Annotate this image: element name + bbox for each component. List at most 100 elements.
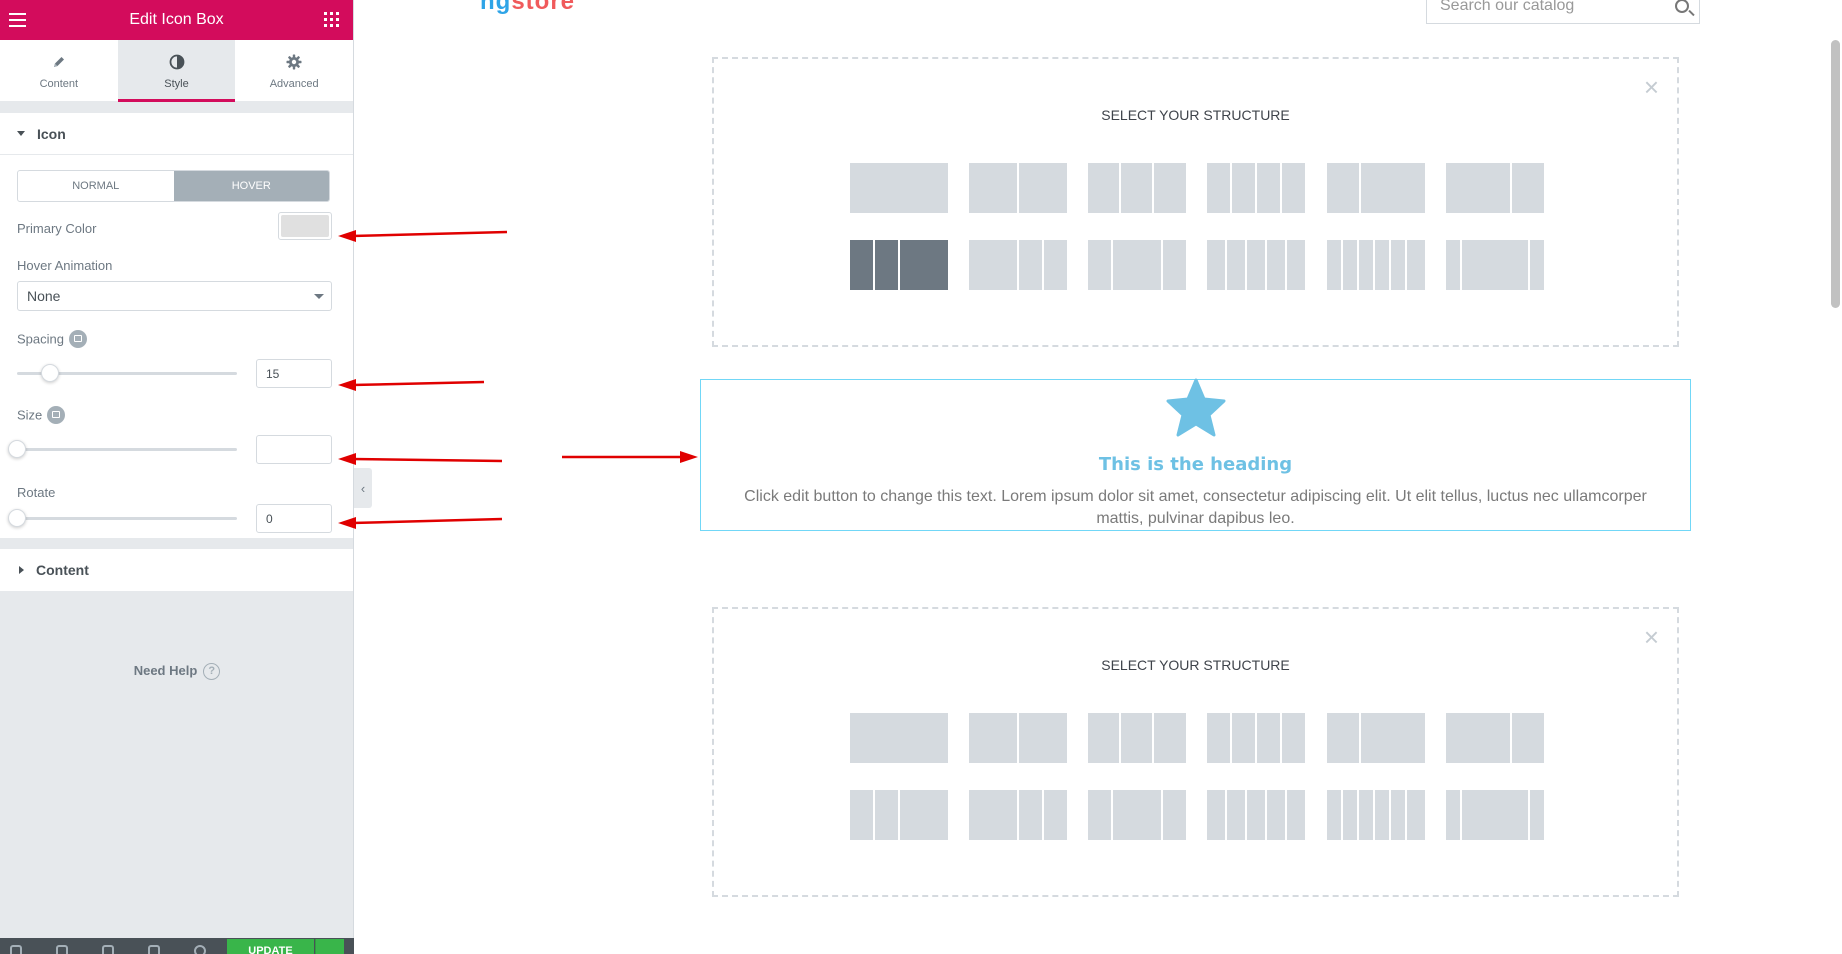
tab-style[interactable]: Style <box>117 40 236 102</box>
site-logo[interactable]: ngstore <box>480 0 575 16</box>
responsive-device-icon[interactable] <box>47 406 66 424</box>
size-input[interactable] <box>256 435 332 464</box>
catalog-search[interactable]: Search our catalog <box>1426 0 1700 24</box>
structure-preset[interactable] <box>1446 713 1544 763</box>
icon-box-widget[interactable]: This is the heading Click edit button to… <box>700 378 1691 531</box>
collapse-panel-handle[interactable]: ‹ <box>354 468 372 508</box>
state-toggle: NORMAL HOVER <box>17 170 330 202</box>
size-slider-track[interactable] <box>17 448 237 451</box>
annotation-arrowhead <box>680 451 698 463</box>
hover-animation-value: None <box>27 288 61 304</box>
update-button[interactable]: UPDATE <box>227 939 314 954</box>
icon-section-header[interactable]: Icon <box>0 113 353 155</box>
structure-preset[interactable] <box>1207 790 1305 840</box>
structure-preset-selected[interactable] <box>850 240 948 290</box>
structure-preset[interactable] <box>1327 163 1425 213</box>
structure-preset[interactable] <box>1088 163 1186 213</box>
structure-preset[interactable] <box>1088 790 1186 840</box>
structure-preset[interactable] <box>1088 240 1186 290</box>
navigator-icon[interactable] <box>56 945 68 954</box>
hover-animation-select[interactable]: None <box>17 281 332 311</box>
pencil-icon <box>52 52 66 72</box>
structure-preset[interactable] <box>969 240 1067 290</box>
need-help[interactable]: Need Help? <box>0 663 354 681</box>
structure-preset[interactable] <box>1327 240 1425 290</box>
structure-title: SELECT YOUR STRUCTURE <box>1101 657 1290 673</box>
search-icon[interactable] <box>1675 0 1689 13</box>
rotate-label: Rotate <box>17 485 56 500</box>
responsive-icon[interactable] <box>148 945 160 954</box>
rotate-slider-track[interactable] <box>17 517 237 520</box>
structure-selector: × SELECT YOUR STRUCTURE <box>712 57 1679 347</box>
icon-box-heading: This is the heading <box>1098 454 1293 475</box>
content-section-title: Content <box>36 562 89 578</box>
tab-content-label: Content <box>39 77 79 90</box>
hover-animation-label: Hover Animation <box>17 258 113 273</box>
star-icon <box>1166 378 1226 437</box>
spacing-slider-handle[interactable] <box>41 364 59 382</box>
structure-preset[interactable] <box>850 713 948 763</box>
primary-color-label: Primary Color <box>17 221 97 236</box>
color-swatch <box>281 215 329 237</box>
history-icon[interactable] <box>102 945 114 954</box>
annotation-arrowhead <box>338 379 356 391</box>
annotation-arrow <box>351 517 503 525</box>
caret-right-icon <box>19 566 24 574</box>
panel-tabs: Content Style Advanced <box>0 40 353 102</box>
annotation-arrow <box>351 380 485 387</box>
tab-content[interactable]: Content <box>0 40 118 101</box>
annotation-arrowhead <box>338 517 356 529</box>
content-section-header[interactable]: Content <box>0 549 353 591</box>
panel-footer: UPDATE <box>0 938 354 954</box>
tab-advanced[interactable]: Advanced <box>235 40 353 101</box>
logo-text-part1: ng <box>480 0 512 15</box>
settings-icon[interactable] <box>10 945 22 954</box>
structure-preset[interactable] <box>1446 240 1544 290</box>
structure-preset[interactable] <box>969 163 1067 213</box>
spacing-slider-track[interactable] <box>17 372 237 375</box>
structure-preset[interactable] <box>1327 790 1425 840</box>
widgets-grid-icon[interactable] <box>324 12 339 27</box>
rotate-slider-handle[interactable] <box>8 509 26 527</box>
help-icon: ? <box>203 663 221 681</box>
update-options-button[interactable] <box>315 939 344 954</box>
spacing-input[interactable]: 15 <box>256 359 332 388</box>
structure-preset[interactable] <box>969 790 1067 840</box>
spacing-label: Spacing <box>17 330 87 349</box>
chevron-down-icon <box>314 294 324 299</box>
search-input[interactable]: Search our catalog <box>1440 0 1575 14</box>
primary-color-picker[interactable] <box>278 212 332 240</box>
structure-preset[interactable] <box>1446 163 1544 213</box>
structure-preset[interactable] <box>1207 163 1305 213</box>
structure-preset[interactable] <box>850 163 948 213</box>
structure-title: SELECT YOUR STRUCTURE <box>1101 107 1290 123</box>
annotation-arrow <box>351 230 508 238</box>
structure-preset[interactable] <box>1446 790 1544 840</box>
annotation-arrowhead <box>338 453 356 465</box>
responsive-device-icon[interactable] <box>68 330 87 348</box>
close-icon[interactable]: × <box>1643 622 1659 652</box>
annotation-arrow <box>351 457 503 463</box>
structure-preset[interactable] <box>1207 240 1305 290</box>
page-scrollbar[interactable] <box>1831 40 1840 308</box>
panel-title: Edit Icon Box <box>129 11 224 28</box>
rotate-input[interactable]: 0 <box>256 504 332 533</box>
caret-down-icon <box>17 131 25 136</box>
close-icon[interactable]: × <box>1643 72 1659 102</box>
size-slider-handle[interactable] <box>8 440 26 458</box>
normal-tab[interactable]: NORMAL <box>72 180 120 192</box>
tab-advanced-label: Advanced <box>269 77 319 90</box>
structure-preset[interactable] <box>1088 713 1186 763</box>
menu-icon[interactable] <box>9 11 26 29</box>
content-section: Content <box>0 549 353 591</box>
structure-selector: × SELECT YOUR STRUCTURE <box>712 607 1679 897</box>
annotation-arrowhead <box>338 230 356 242</box>
preview-icon[interactable] <box>194 945 206 954</box>
structure-preset[interactable] <box>1327 713 1425 763</box>
structure-preset[interactable] <box>850 790 948 840</box>
hover-tab[interactable]: HOVER <box>173 171 329 201</box>
structure-preset[interactable] <box>1207 713 1305 763</box>
structure-preset[interactable] <box>969 713 1067 763</box>
need-help-label: Need Help <box>133 663 198 678</box>
